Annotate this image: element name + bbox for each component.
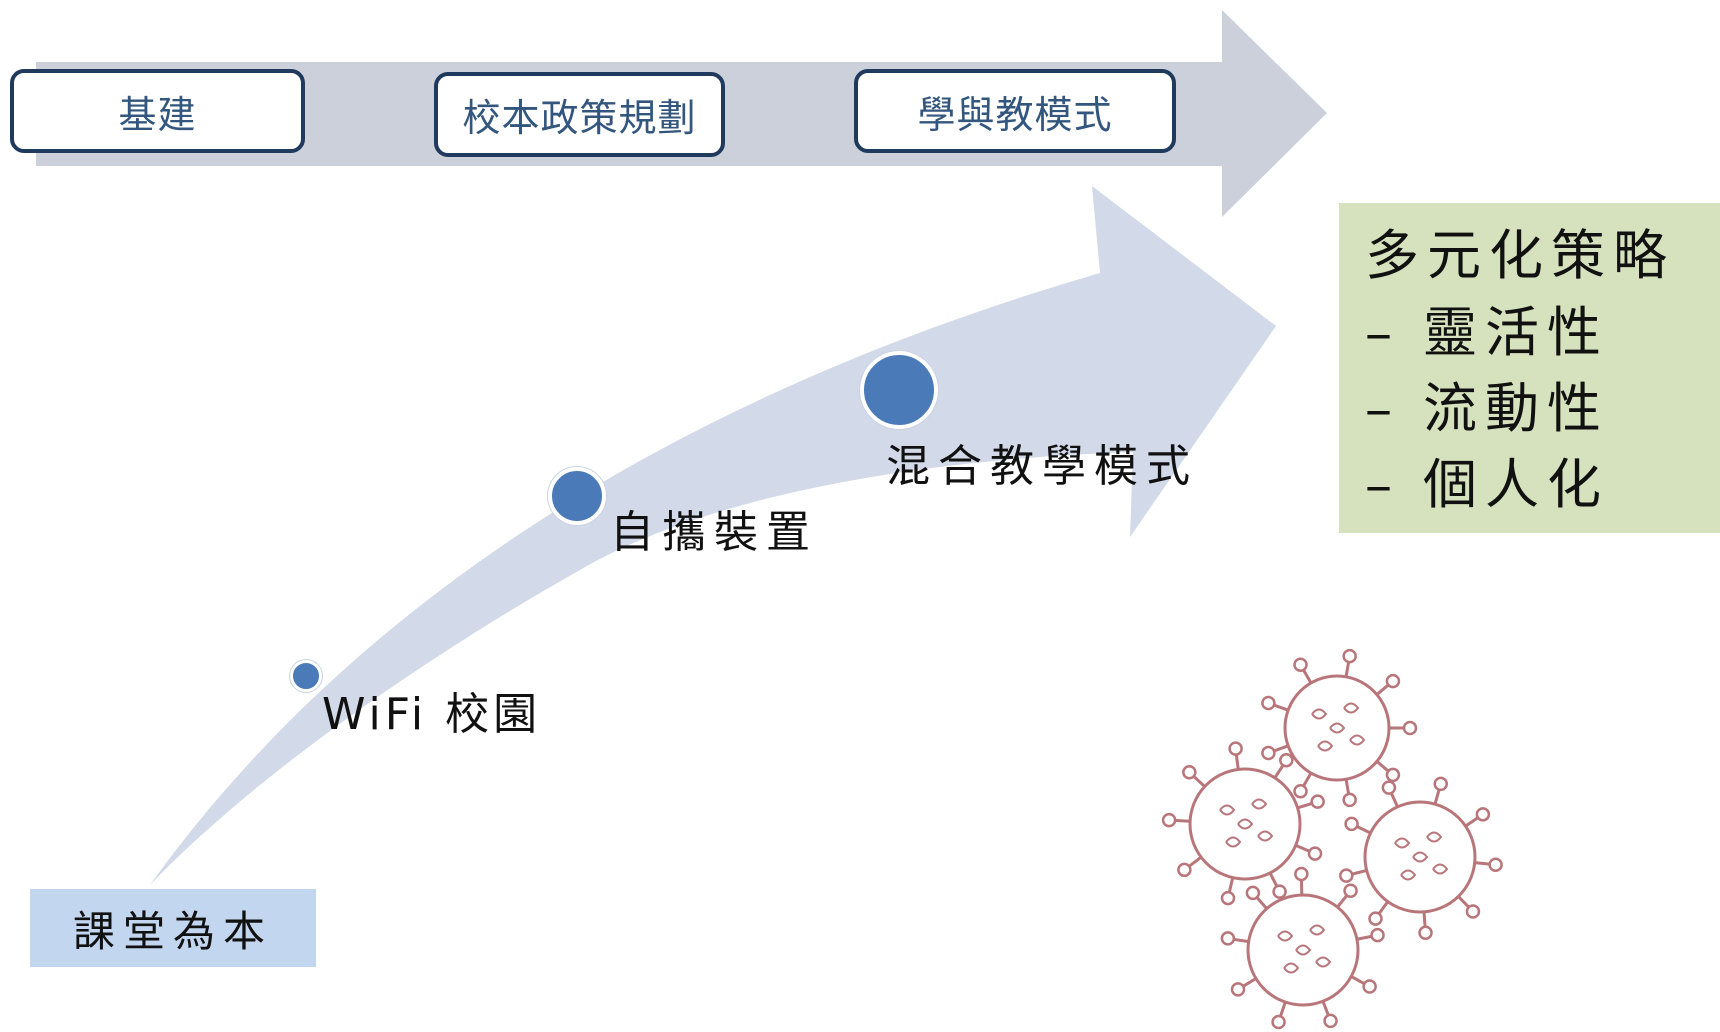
stage-school-policy-label: 校本政策規劃 xyxy=(462,96,697,140)
curved-arrow xyxy=(150,186,1276,885)
virus-icon xyxy=(1339,776,1503,941)
virus-icon xyxy=(1220,866,1385,1030)
milestone-dot-blended xyxy=(860,351,938,429)
milestone-label-blended: 混合教學模式 xyxy=(886,441,1198,492)
virus-icon xyxy=(1161,741,1325,906)
virus-icon xyxy=(1261,648,1418,808)
strategy-item-flexibility: –靈活性 xyxy=(1365,295,1720,371)
strategy-dash: – xyxy=(1365,453,1400,516)
strategy-panel: 多元化策略 –靈活性 –流動性 –個人化 xyxy=(1339,203,1720,533)
milestone-label-byod: 自攜裝置 xyxy=(610,507,818,558)
base-classroom-box: 課堂為本 xyxy=(30,889,316,967)
stage-learning-teaching: 學與教模式 xyxy=(854,69,1176,153)
virus-cluster-icon xyxy=(1161,648,1503,1030)
stage-infrastructure-label: 基建 xyxy=(118,92,197,137)
stage-learning-teaching-label: 學與教模式 xyxy=(917,92,1113,137)
strategy-dash: – xyxy=(1365,301,1400,364)
base-classroom-label: 課堂為本 xyxy=(72,906,273,956)
milestone-dot-wifi xyxy=(290,660,322,692)
milestone-label-wifi: WiFi 校園 xyxy=(322,689,542,740)
strategy-item-personalization: –個人化 xyxy=(1365,447,1720,523)
strategy-item-label: 流動性 xyxy=(1423,377,1609,440)
stage-school-policy: 校本政策規劃 xyxy=(434,72,725,157)
strategy-dash: – xyxy=(1365,377,1400,440)
strategy-title: 多元化策略 xyxy=(1365,224,1675,287)
strategy-item-mobility: –流動性 xyxy=(1365,371,1720,447)
milestone-dot-byod xyxy=(548,467,606,525)
strategy-item-label: 個人化 xyxy=(1423,453,1609,516)
stage-infrastructure: 基建 xyxy=(10,69,305,153)
strategy-item-label: 靈活性 xyxy=(1423,301,1609,364)
